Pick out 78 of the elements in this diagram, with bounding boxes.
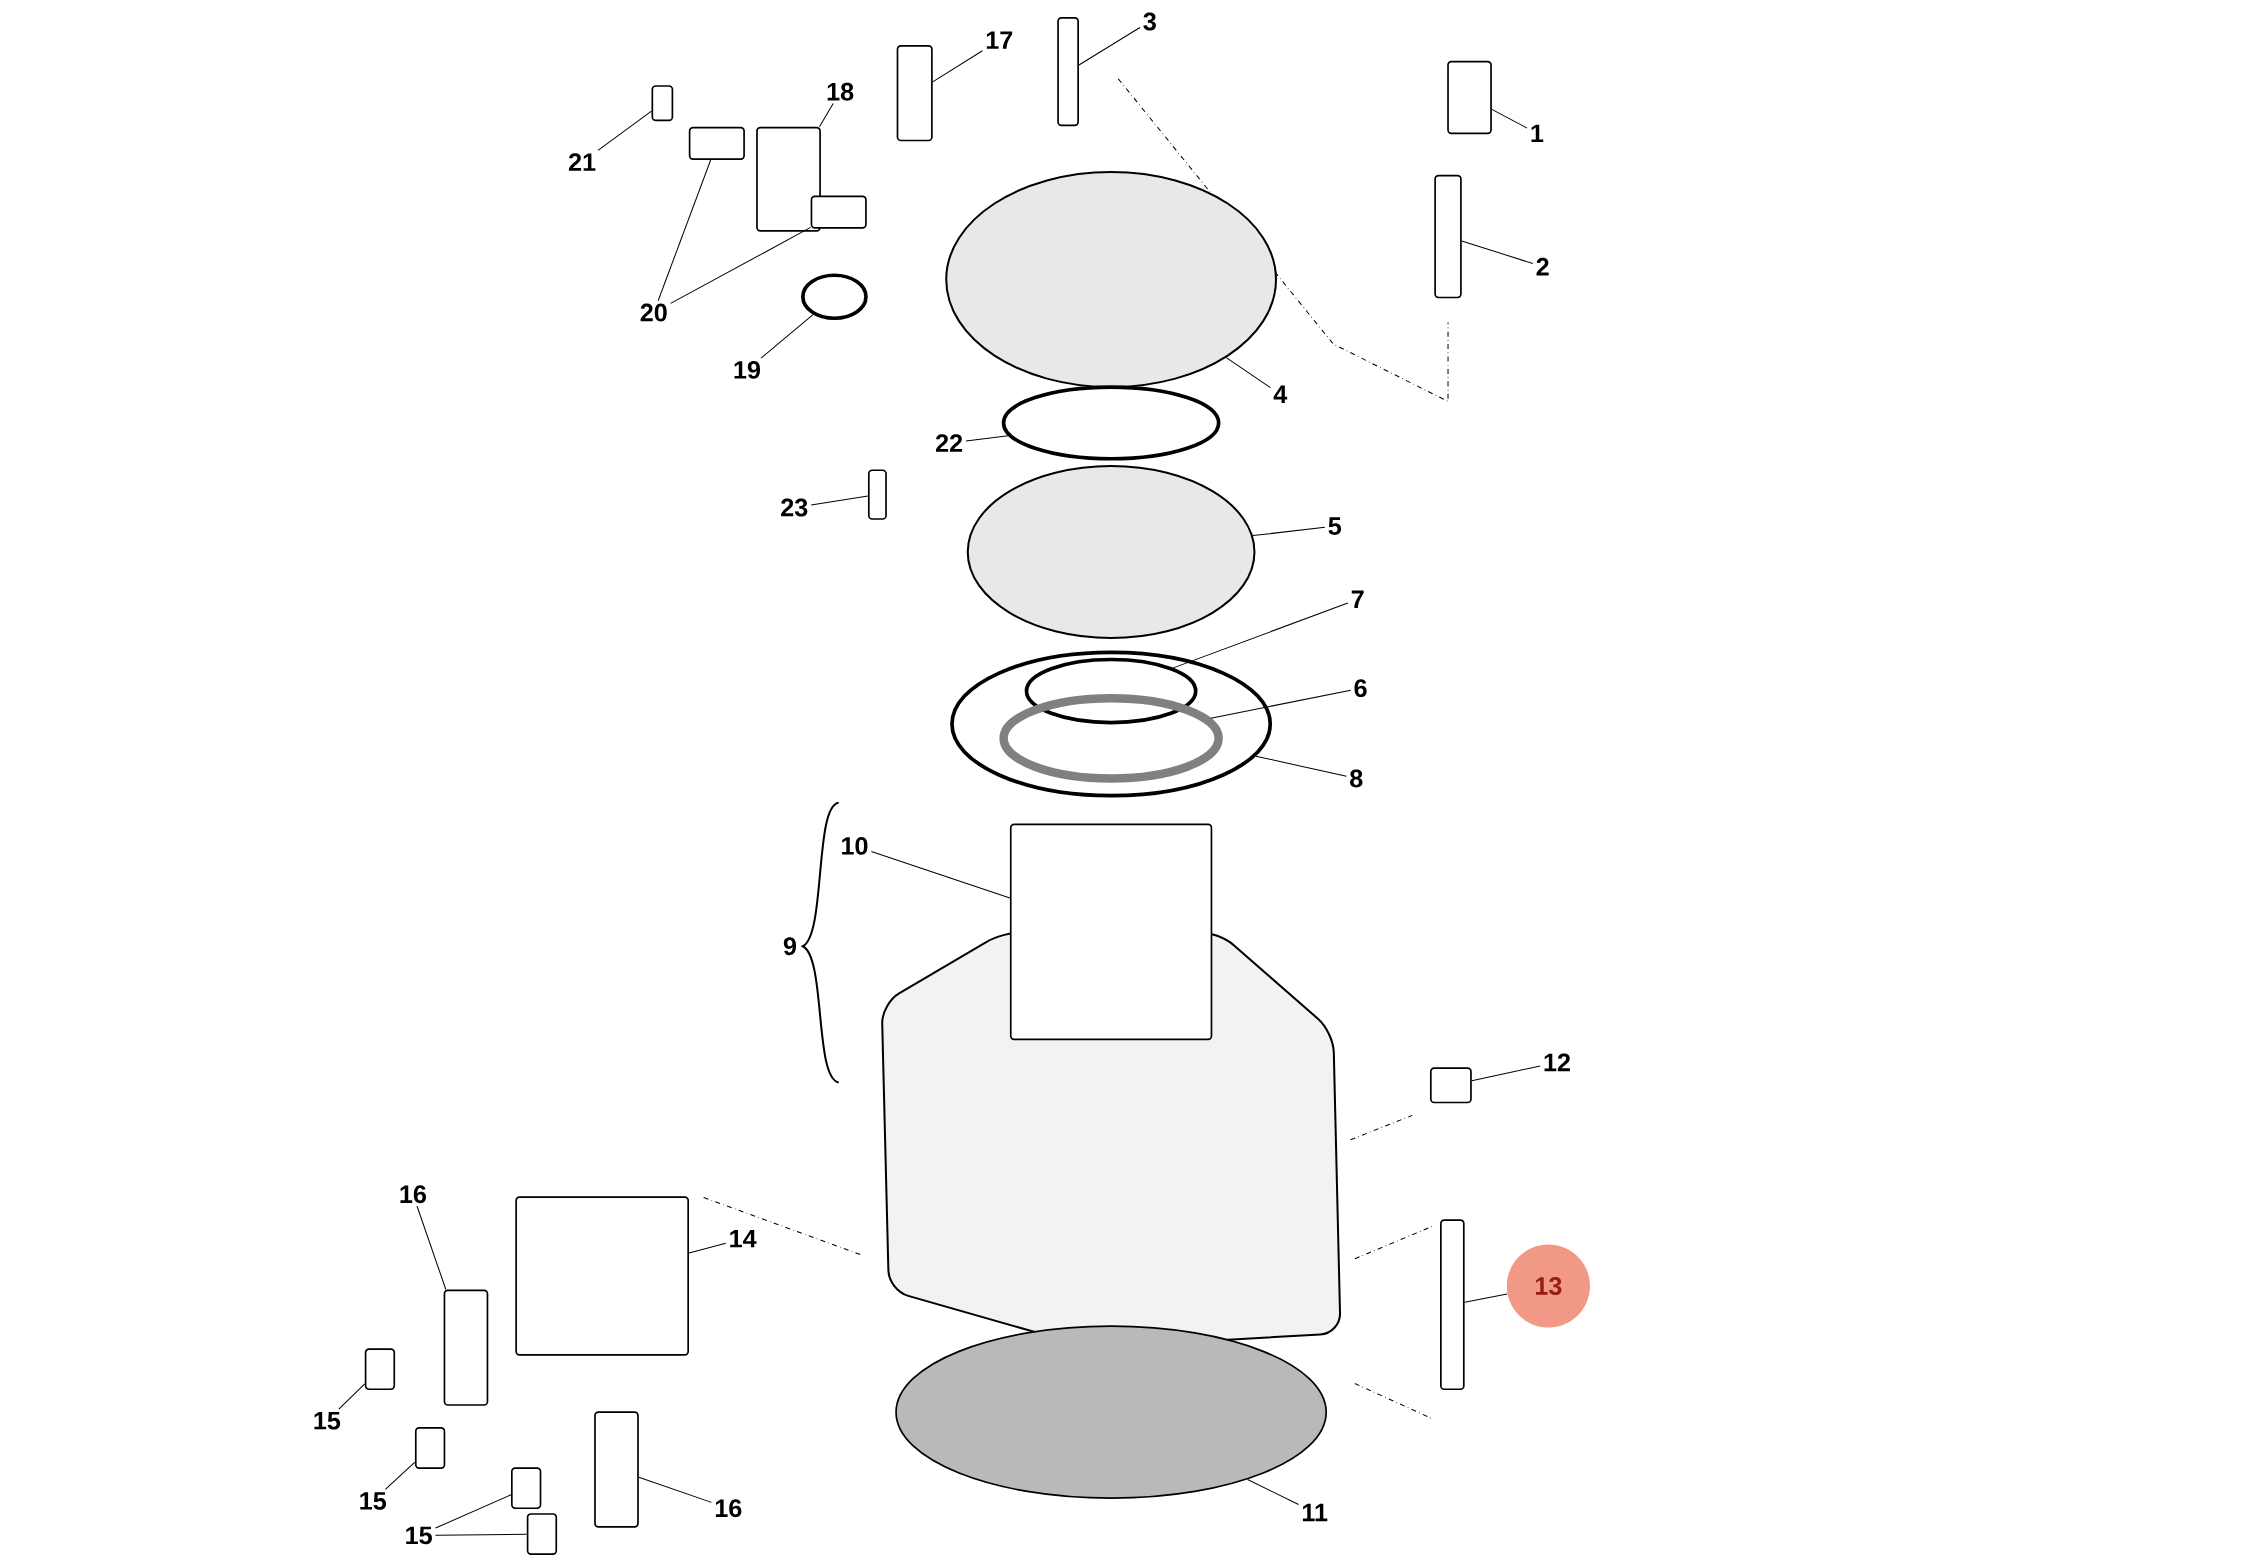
gasket-drawing: [950, 650, 1273, 798]
liner-drawing: [1009, 823, 1213, 1041]
leader-line: [638, 1476, 712, 1503]
leader-line: [965, 435, 1009, 442]
leader-line: [1255, 755, 1347, 777]
leader-line: [1172, 602, 1349, 669]
callout-number: 19: [734, 360, 760, 379]
leader-line: [1471, 1065, 1541, 1082]
leader-line: [1252, 526, 1326, 537]
leader-line: [870, 850, 1011, 899]
callout-number: 20: [640, 303, 667, 322]
o-ring-drawing: [801, 273, 868, 321]
screw-drawing: [511, 1467, 542, 1509]
leader-line: [657, 159, 712, 302]
callout-number: 8: [1350, 769, 1363, 788]
leader-line: [810, 495, 869, 506]
callout-number: 15: [314, 1411, 341, 1430]
leader-line: [1491, 108, 1528, 129]
leader-line: [818, 102, 834, 128]
clamp-drawing: [594, 1411, 639, 1528]
spark-plug-drawing: [1434, 174, 1462, 299]
base-gasket-drawing: [895, 1325, 1327, 1499]
screw-drawing: [867, 469, 887, 520]
head-insert-drawing: [966, 464, 1256, 639]
clamp-drawing: [443, 1289, 489, 1406]
leader-line: [435, 1533, 528, 1536]
screw-drawing: [526, 1513, 558, 1555]
leader-line: [1210, 689, 1352, 719]
callout-number: 7: [1351, 590, 1364, 608]
callout-number: 17: [986, 31, 1013, 49]
stud-drawing: [1440, 1219, 1465, 1390]
leader-line: [416, 1205, 447, 1290]
leader-line: [435, 1494, 512, 1529]
leader-line: [1225, 357, 1271, 388]
callout-number: 11: [1302, 1503, 1328, 1522]
spark-plug-cap-drawing: [1447, 60, 1492, 135]
leader-line: [932, 50, 983, 83]
o-ring-drawing: [1001, 385, 1221, 461]
screw-drawing: [414, 1427, 446, 1469]
clip-drawing: [810, 195, 867, 229]
leader-line: [1461, 240, 1534, 264]
o-ring-drawing: [1024, 657, 1198, 725]
callout-number: 3: [1143, 12, 1156, 31]
leader-line: [670, 226, 812, 304]
nut-drawing: [1430, 1067, 1472, 1104]
leader-line: [1247, 1478, 1300, 1505]
leader-line: [338, 1383, 366, 1410]
callout-number: 23: [781, 498, 808, 517]
callout-number: 4: [1273, 385, 1288, 403]
housing-drawing: [756, 126, 821, 232]
intake-flange-drawing: [515, 1196, 689, 1356]
callout-number: 5: [1328, 517, 1342, 535]
callout-number: 21: [568, 153, 596, 171]
screw-drawing: [651, 85, 674, 122]
callout-number: 10: [842, 836, 868, 855]
leader-line: [1464, 1293, 1508, 1303]
callout-number: 2: [1536, 257, 1549, 276]
callout-number: 15: [360, 1492, 387, 1510]
leader-line: [384, 1461, 416, 1490]
callout-number: 16: [715, 1499, 742, 1518]
callout-number: 15: [406, 1526, 432, 1545]
leader-line: [597, 110, 652, 151]
clip-drawing: [688, 126, 745, 160]
callout-number: 18: [827, 82, 854, 101]
gasket-drawing: [999, 693, 1223, 783]
callout-number: 12: [1544, 1053, 1570, 1072]
leader-line: [1078, 27, 1141, 66]
bolt-drawing: [1057, 17, 1079, 127]
callout-number: 16: [400, 1185, 426, 1204]
fitting-drawing: [896, 44, 933, 142]
callout-number: 9: [783, 937, 796, 956]
leader-line: [688, 1242, 727, 1254]
callout-number: 1: [1531, 124, 1544, 142]
callout-number: 22: [935, 434, 963, 452]
leader-line: [760, 314, 814, 359]
callout-number: 6: [1354, 679, 1367, 697]
screw-drawing: [364, 1348, 396, 1390]
callout-number: 14: [730, 1229, 757, 1248]
